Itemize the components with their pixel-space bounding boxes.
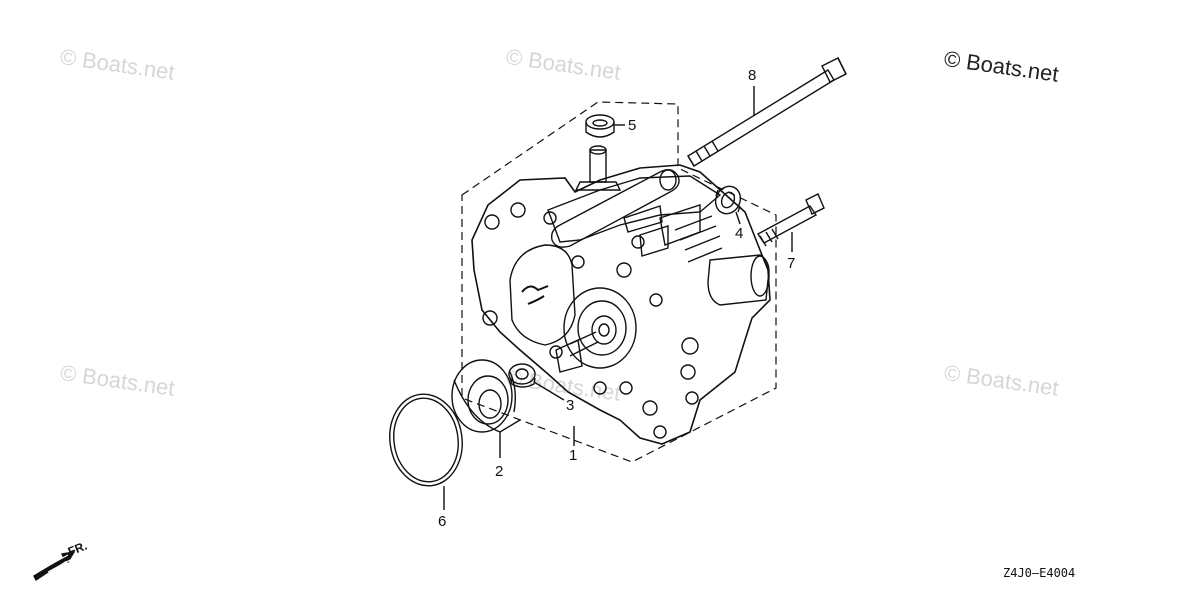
o-ring-part-6[interactable]	[384, 389, 468, 490]
cap-part-5[interactable]	[585, 114, 615, 138]
callout-5[interactable]: 5	[628, 117, 636, 134]
transmission-body[interactable]	[471, 145, 771, 445]
callout-7[interactable]: 7	[787, 255, 795, 272]
oil-seal-part-4[interactable]	[711, 182, 745, 218]
bolt-long-part-8[interactable]	[687, 57, 847, 167]
diagram-code: Z4J0—E4004	[1003, 566, 1076, 580]
front-direction-arrow	[33, 551, 76, 582]
callout-4[interactable]: 4	[735, 225, 743, 242]
callout-6[interactable]: 6	[438, 513, 446, 530]
oil-seal-part-3[interactable]	[508, 363, 536, 388]
front-direction-label: FR.	[66, 539, 89, 559]
callout-8[interactable]: 8	[748, 67, 756, 84]
bolt-short-part-7[interactable]	[756, 193, 825, 247]
callout-1[interactable]: 1	[569, 447, 577, 464]
leader-3	[533, 381, 565, 401]
leader-4	[735, 211, 741, 225]
seal-cover-part-2[interactable]	[451, 359, 521, 433]
callout-3[interactable]: 3	[566, 397, 574, 414]
assembly-boundary	[461, 101, 777, 463]
callout-2[interactable]: 2	[495, 463, 503, 480]
